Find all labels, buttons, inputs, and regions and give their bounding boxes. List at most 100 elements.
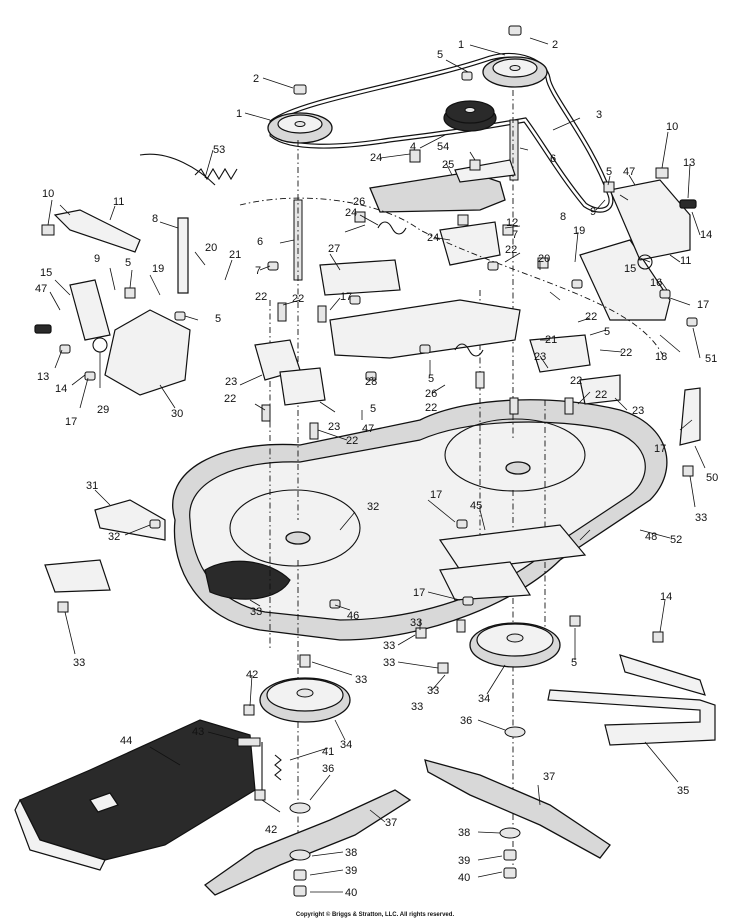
callout: 42 xyxy=(246,669,258,681)
callout: 39 xyxy=(345,865,357,877)
callout: 21 xyxy=(229,249,241,261)
callout: 26 xyxy=(353,196,365,208)
callout: 7 xyxy=(255,265,261,277)
pulley-nuts xyxy=(293,25,522,95)
callout: 3 xyxy=(596,109,602,121)
discharge-chute xyxy=(14,719,256,871)
callout: 54 xyxy=(437,141,449,153)
mower-deck-shell xyxy=(172,399,668,641)
callout: 22 xyxy=(620,347,632,359)
callout: 9 xyxy=(590,206,596,218)
callout: 5 xyxy=(437,49,443,61)
callout: 13 xyxy=(683,157,695,169)
callout: 6 xyxy=(257,236,263,248)
callout: 28 xyxy=(365,376,377,388)
callout: 17 xyxy=(340,291,352,303)
callout: 22 xyxy=(255,291,267,303)
chute-rod xyxy=(237,737,282,790)
callout: 27 xyxy=(328,243,340,255)
callout: 22 xyxy=(346,435,358,447)
callout: 5 xyxy=(606,166,612,178)
idler-arm xyxy=(369,159,516,213)
callout: 33 xyxy=(695,512,707,524)
pivot-bracket-left xyxy=(177,217,189,294)
callout: 22 xyxy=(224,393,236,405)
mower-blade-right xyxy=(424,759,611,859)
mower-blade-left xyxy=(203,789,412,896)
callout: 14 xyxy=(660,591,672,603)
callout: 8 xyxy=(152,213,158,225)
callout: 5 xyxy=(428,373,434,385)
leader-lines xyxy=(47,37,706,893)
callout: 40 xyxy=(345,887,357,899)
callout: 2 xyxy=(253,73,259,85)
callout: 10 xyxy=(42,188,54,200)
callout-labels: 1 2 5 2 1 3 4 54 6 53 24 25 10 13 5 47 1… xyxy=(35,39,718,899)
callout: 22 xyxy=(425,402,437,414)
callout: 8 xyxy=(560,211,566,223)
callout: 22 xyxy=(505,244,517,256)
callout: 23 xyxy=(225,376,237,388)
callout: 4 xyxy=(410,141,416,153)
callout: 17 xyxy=(697,299,709,311)
callout: 17 xyxy=(430,489,442,501)
callout: 30 xyxy=(171,408,183,420)
callout: 26 xyxy=(425,388,437,400)
callout: 16 xyxy=(650,277,662,289)
callout: 7 xyxy=(512,229,518,241)
callout: 22 xyxy=(292,293,304,305)
callout: 33 xyxy=(427,685,439,697)
callout: 23 xyxy=(328,421,340,433)
callout: 6 xyxy=(550,153,556,165)
callout: 2 xyxy=(552,39,558,51)
callout: 17 xyxy=(654,443,666,455)
deck-hardware xyxy=(34,149,698,897)
front-tow-bar xyxy=(547,654,716,746)
callout: 43 xyxy=(192,726,204,738)
baffle-center xyxy=(438,524,587,601)
callout: 1 xyxy=(458,39,464,51)
callout: 10 xyxy=(666,121,678,133)
callout: 5 xyxy=(604,326,610,338)
callout: 51 xyxy=(705,353,717,365)
deck-baffle-left xyxy=(94,499,166,541)
callout: 37 xyxy=(543,771,555,783)
callout: 52 xyxy=(670,534,682,546)
spindle-pulley-left xyxy=(267,112,333,144)
copyright-notice: Copyright © Briggs & Stratton, LLC. All … xyxy=(295,912,455,918)
callout: 23 xyxy=(632,405,644,417)
callout: 5 xyxy=(571,657,577,669)
callout: 14 xyxy=(55,383,67,395)
callout: 48 xyxy=(645,531,657,543)
lift-arm-left xyxy=(53,209,141,341)
idler-pulley xyxy=(443,100,497,132)
callout: 33 xyxy=(250,606,262,618)
callout: 5 xyxy=(370,403,376,415)
front-bracket-right xyxy=(579,239,671,321)
callout: 24 xyxy=(427,232,439,244)
left-belt-guard xyxy=(254,339,326,406)
callout: 13 xyxy=(37,371,49,383)
callout: 11 xyxy=(113,196,124,208)
lift-rod-spring xyxy=(139,153,666,361)
right-belt-guard xyxy=(529,334,621,405)
callout: 32 xyxy=(108,531,120,543)
drive-belt xyxy=(269,52,614,213)
blade-adapter-right xyxy=(469,622,561,668)
callout: 22 xyxy=(595,389,607,401)
gauge-wheel-bracket-right xyxy=(609,179,691,261)
callout: 1 xyxy=(236,108,242,120)
callout: 19 xyxy=(152,263,164,275)
callout: 14 xyxy=(700,229,712,241)
callout: 18 xyxy=(655,351,667,363)
callout: 33 xyxy=(355,674,367,686)
callout: 50 xyxy=(706,472,718,484)
callout: 20 xyxy=(205,242,217,254)
callout: 38 xyxy=(458,827,470,839)
callout: 33 xyxy=(383,640,395,652)
callout: 40 xyxy=(458,872,470,884)
callout: 46 xyxy=(347,610,359,622)
callout: 29 xyxy=(97,404,109,416)
callout: 24 xyxy=(345,207,357,219)
